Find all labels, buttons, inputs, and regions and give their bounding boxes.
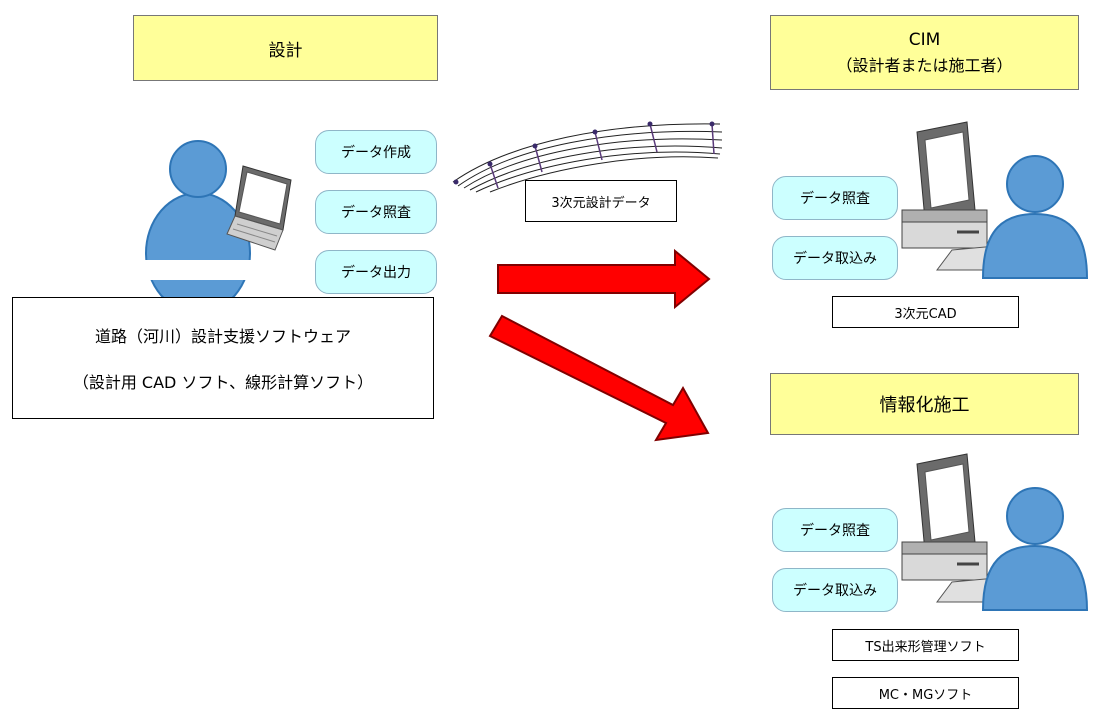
design-software-line1: 道路（河川）設計支援ソフトウェア: [94, 327, 351, 346]
design-header: 設計: [133, 15, 438, 81]
cim-person-icon: [981, 155, 1089, 279]
design-check-data-pill[interactable]: データ照査: [315, 190, 437, 234]
construction-person-icon: [981, 487, 1089, 611]
construction-check-data-pill[interactable]: データ照査: [772, 508, 898, 552]
desktop-computer-icon: [901, 453, 1008, 603]
construction-header: 情報化施工: [770, 373, 1079, 435]
design-software-box: 道路（河川）設計支援ソフトウェア （設計用 CAD ソフト、線形計算ソフト）: [12, 297, 434, 419]
ts-software-label: TS出来形管理ソフト: [832, 629, 1019, 661]
cim-software-label: 3次元CAD: [832, 296, 1019, 328]
mcmg-software-label: MC・MGソフト: [832, 677, 1019, 709]
construction-title: 情報化施工: [879, 395, 970, 416]
arrow-right-icon: [497, 248, 711, 310]
design-output-data-pill[interactable]: データ出力: [315, 250, 437, 294]
arrow-down-right-icon: [488, 314, 710, 442]
design-create-data-pill[interactable]: データ作成: [315, 130, 437, 174]
designer-person-icon: [138, 140, 258, 270]
desktop-computer-icon: [901, 121, 1008, 271]
3d-model-wireframe-icon: [452, 121, 723, 193]
laptop-icon: [226, 165, 292, 251]
3d-design-data-label: 3次元設計データ: [525, 180, 677, 222]
construction-import-data-pill[interactable]: データ取込み: [772, 568, 898, 612]
design-title: 設計: [268, 40, 303, 61]
cim-import-data-pill[interactable]: データ取込み: [772, 236, 898, 280]
cim-title: CIM: [908, 29, 941, 50]
design-software-line2: （設計用 CAD ソフト、線形計算ソフト）: [72, 373, 374, 392]
cim-header: CIM （設計者または施工者）: [770, 15, 1079, 90]
cim-subtitle: （設計者または施工者）: [836, 55, 1013, 75]
cim-check-data-pill[interactable]: データ照査: [772, 176, 898, 220]
